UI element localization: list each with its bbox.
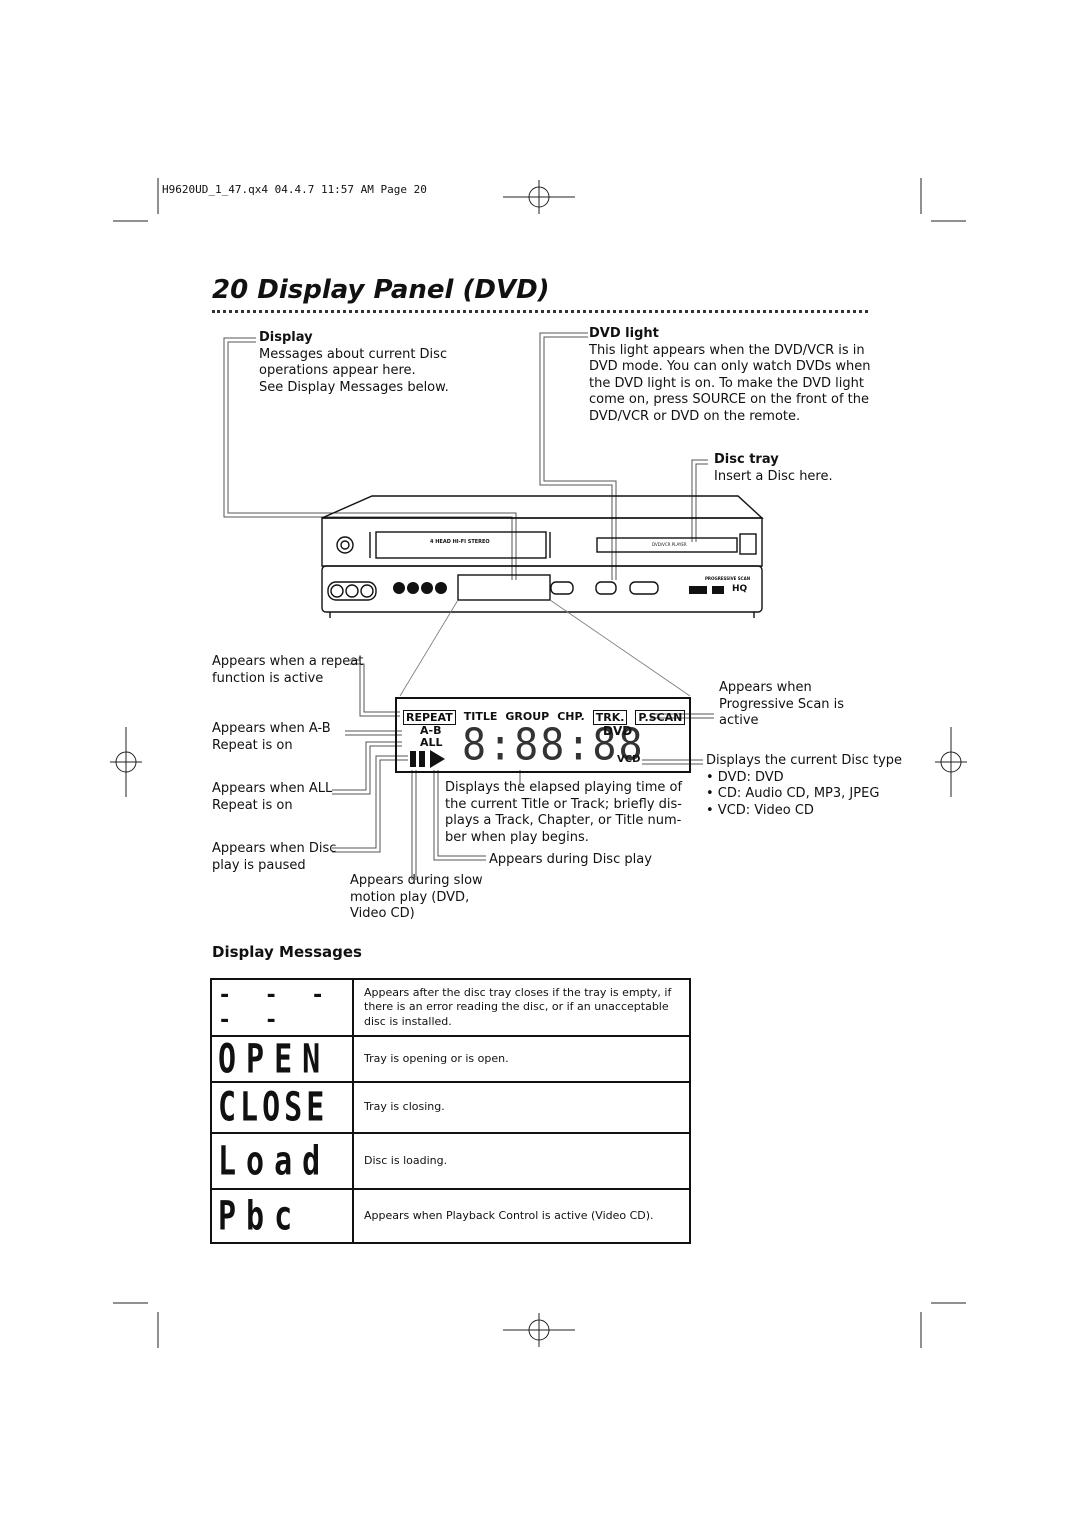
callout-line: the DVD light is on. To make the DVD lig… — [589, 375, 864, 391]
callout-line: active — [719, 713, 759, 728]
file-slug: H9620UD_1_47.qx4 04.4.7 11:57 AM Page 20 — [162, 183, 427, 196]
table-row: - - - - - Appears after the disc tray cl… — [212, 980, 689, 1037]
callout-paused: Appears when Disc play is paused — [212, 841, 336, 874]
callout-pscan: Appears when Progressive Scan is active — [719, 680, 844, 730]
callout-line: come on, press SOURCE on the front of th… — [589, 392, 869, 407]
callout-line: Appears when ALL — [212, 781, 333, 796]
callout-disc-type: Displays the current Disc type • DVD: DV… — [706, 753, 902, 819]
callout-line: Repeat is on — [212, 737, 293, 753]
callout-line: Displays the elapsed playing time of — [445, 780, 683, 795]
callout-line: Messages about current Disc — [259, 346, 448, 362]
callout-line: Appears when a repeat — [212, 654, 364, 669]
callout-line: Insert a Disc here. — [714, 468, 833, 484]
callout-line: Appears when A-B — [212, 721, 331, 736]
message-code: CLOSE — [212, 1083, 354, 1132]
lcd-chp: CHP. — [557, 710, 585, 723]
lcd-all: ALL — [420, 736, 443, 749]
device-prog-scan-label: PROGRESSIVE SCAN — [705, 576, 751, 581]
callout-line: Appears when Disc — [212, 841, 337, 856]
lcd-digits: 8:88:88 — [462, 720, 645, 771]
callout-line: Progressive Scan is — [719, 696, 845, 712]
callout-line: DVD mode. You can only watch DVDs when — [589, 359, 871, 374]
callout-line: • DVD: DVD — [706, 769, 784, 785]
callout-line: • VCD: Video CD — [706, 802, 814, 818]
message-code: - - - - - — [212, 980, 354, 1035]
callout-line: • CD: Audio CD, MP3, JPEG — [706, 786, 880, 801]
callout-line: Appears during slow — [350, 873, 483, 888]
callout-line: See Display Messages below. — [259, 379, 449, 395]
callout-display: Display Messages about current Disc oper… — [259, 330, 449, 396]
callout-line: Appears when — [719, 680, 812, 695]
callout-line: function is active — [212, 670, 324, 686]
callout-slow: Appears during slow motion play (DVD, Vi… — [350, 873, 483, 923]
lcd-row1: REPEAT TITLE GROUP CHP. TRK. P.SCAN — [403, 710, 686, 725]
lcd-group: GROUP — [505, 710, 550, 723]
lcd-trk: TRK. — [592, 710, 628, 725]
callout-line: DVD/VCR or DVD on the remote. — [589, 408, 801, 424]
lcd-pscan: P.SCAN — [635, 710, 686, 725]
message-desc: Tray is opening or is open. — [364, 1051, 509, 1065]
message-code: Load — [212, 1134, 354, 1188]
message-desc: Disc is loading. — [364, 1153, 448, 1167]
callout-line: the current Title or Track; briefly dis- — [445, 796, 682, 812]
device-hq-badge: HQ — [732, 584, 748, 594]
callout-line: ber when play begins. — [445, 829, 589, 845]
message-desc: Tray is closing. — [364, 1100, 445, 1114]
message-code: Pbc — [212, 1190, 354, 1242]
messages-table: - - - - - Appears after the disc tray cl… — [210, 978, 691, 1244]
callout-disc-tray: Disc tray Insert a Disc here. — [714, 452, 833, 485]
table-row: Load Disc is loading. — [212, 1134, 689, 1190]
message-desc: Appears after the disc tray closes if th… — [364, 985, 672, 1028]
callout-line: motion play (DVD, — [350, 889, 470, 905]
message-code: OPEN — [212, 1035, 354, 1083]
callout-all: Appears when ALL Repeat is on — [212, 781, 332, 814]
callout-line: This light appears when the DVD/VCR is i… — [589, 342, 865, 358]
title-divider — [212, 310, 868, 313]
callout-disc-tray-heading: Disc tray — [714, 452, 779, 467]
callout-during: Appears during Disc play — [489, 852, 652, 869]
callout-dvd-light: DVD light This light appears when the DV… — [589, 326, 871, 425]
callout-line: Repeat is on — [212, 797, 293, 813]
device-tray-label: DVD/VCR PLAYER — [652, 542, 687, 547]
device-logo: 4 HEAD HI-FI STEREO — [430, 539, 490, 545]
callout-display-heading: Display — [259, 330, 313, 345]
callout-ab: Appears when A-B Repeat is on — [212, 721, 331, 754]
callout-elapsed: Displays the elapsed playing time of the… — [445, 780, 682, 846]
callout-repeat: Appears when a repeat function is active — [212, 654, 363, 687]
table-row: OPEN Tray is opening or is open. — [212, 1035, 689, 1083]
message-desc: Appears when Playback Control is active … — [364, 1208, 654, 1222]
lcd-ab: A-B — [420, 724, 442, 737]
lcd-repeat: REPEAT — [403, 710, 456, 725]
callout-line: Displays the current Disc type — [706, 753, 903, 768]
table-row: CLOSE Tray is closing. — [212, 1083, 689, 1134]
callout-dvd-light-heading: DVD light — [589, 326, 659, 341]
lcd-vcd: VCD — [617, 754, 641, 765]
messages-heading: Display Messages — [212, 943, 362, 961]
table-row: Pbc Appears when Playback Control is act… — [212, 1190, 689, 1242]
callout-line: Appears during Disc play — [489, 852, 652, 867]
page-title: 20 Display Panel (DVD) — [212, 275, 550, 305]
callout-line: play is paused — [212, 857, 306, 873]
callout-line: Video CD) — [350, 906, 415, 921]
lcd-dvd: DVD — [603, 724, 633, 738]
callout-line: operations appear here. — [259, 363, 416, 378]
lcd-title: TITLE — [463, 710, 498, 723]
callout-line: plays a Track, Chapter, or Title num- — [445, 813, 682, 828]
